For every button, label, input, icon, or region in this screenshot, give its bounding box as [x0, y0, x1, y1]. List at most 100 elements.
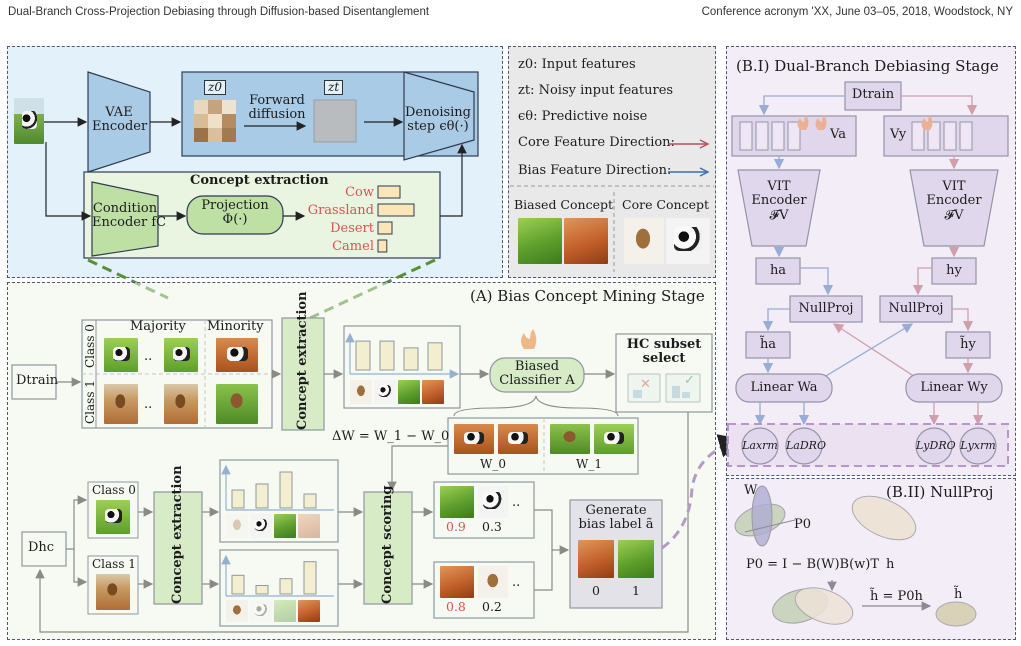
score-img-grass	[440, 486, 474, 518]
legend-z0: z0: Input features	[518, 57, 636, 72]
img-camel-desert-2	[164, 384, 198, 424]
bottom-img-cow	[250, 600, 272, 622]
camel-image	[624, 218, 664, 264]
label-value-1: 1	[632, 583, 640, 598]
loss-dro-a-label: 𝐿aDRO	[786, 439, 826, 452]
gen-img-grass	[618, 540, 654, 578]
running-title: Dual-Branch Cross-Projection Debiasing t…	[8, 6, 430, 18]
label-value-0: 0	[592, 583, 600, 598]
minority-label: Minority	[207, 319, 264, 334]
h-label: h	[886, 557, 895, 572]
top-img-cow	[250, 514, 272, 538]
stage-a-title: (A) Bias Concept Mining Stage	[470, 287, 705, 305]
w0-label: W_0	[480, 457, 506, 471]
bottom-img-grass	[274, 600, 296, 622]
loss-xrm-y-label: 𝐿yxrm	[960, 439, 996, 452]
concept-score-bar-2	[377, 221, 393, 235]
w-label: W	[744, 483, 758, 498]
hc-img-cow	[96, 500, 130, 534]
concept-score-bar-3	[377, 239, 388, 253]
nullproj-y-label: NullProj	[888, 301, 944, 316]
concept-score-bar-1	[377, 203, 415, 217]
stage-b1-panel	[726, 46, 1016, 476]
mid-img-grass	[398, 380, 420, 404]
img-cow-desert	[216, 338, 258, 372]
mid-img-camel	[350, 380, 372, 404]
w0-img-2	[498, 424, 538, 454]
ha-tilde-label: h̃a	[759, 337, 777, 352]
hy-tilde-label: h̃y	[960, 337, 976, 352]
input-image	[14, 98, 44, 144]
legend-bias-direction: Bias Feature Direction:	[518, 163, 672, 178]
zt-label: zt	[324, 80, 344, 96]
legend-eps: ϵθ: Predictive noise	[518, 109, 648, 124]
class0-label-hc: Class 0	[92, 483, 136, 497]
score-img-camel	[478, 566, 508, 598]
class1-label-hc: Class 1	[92, 557, 136, 571]
concept-extraction-b-label: Concept extraction	[170, 465, 185, 604]
score-dots-bottom: ..	[512, 575, 521, 590]
dots-1: ..	[144, 349, 153, 364]
formula-label: P0 = I − B(W)B(w)T	[746, 557, 880, 572]
projection-shape	[186, 195, 284, 235]
concept-cow: Cow	[345, 185, 374, 200]
dtrain-b-label: Dtrain	[851, 87, 895, 102]
h-tilde-label: h̃	[954, 587, 963, 602]
legend-zt: zt: Noisy input features	[518, 83, 674, 98]
concept-extraction-title: Concept extraction	[190, 173, 329, 188]
vy-label: Vy	[890, 127, 907, 142]
score-dots-top: ..	[512, 495, 521, 510]
score-top-1: 0.9	[446, 519, 466, 534]
score-img-desert	[440, 566, 474, 598]
class0-label-a: Class 0	[83, 324, 97, 368]
grass-image	[518, 218, 562, 264]
bottom-img-desert	[298, 600, 320, 622]
core-concept-label: Core Concept	[622, 197, 709, 212]
projection-formula: h̃ = P0h	[870, 589, 923, 604]
biased-concept-label: Biased Concept	[514, 197, 613, 212]
concept-scoring-label: Concept scoring	[380, 485, 395, 604]
class1-label-a: Class 1	[83, 380, 97, 424]
dots-2: ..	[144, 397, 153, 412]
delta-w-label: ΔW = W_1 − W_0	[332, 429, 450, 444]
score-bottom-1: 0.8	[446, 599, 466, 614]
denoising-shape	[403, 71, 475, 161]
cow-image	[666, 218, 710, 264]
concept-desert: Desert	[330, 221, 374, 236]
hy-label: hy	[946, 263, 962, 278]
nullproj-a-label: NullProj	[798, 301, 854, 316]
w0-img-1	[454, 424, 494, 454]
w1-img-2	[594, 424, 634, 454]
score-top-2: 0.3	[482, 519, 502, 534]
mid-img-cow	[374, 380, 396, 404]
p0-label: P0	[794, 517, 812, 532]
linear-wy-label: Linear Wy	[920, 380, 988, 395]
va-label: Va	[830, 127, 846, 142]
loss-dro-y-label: 𝐿yDRO	[916, 439, 956, 452]
vae-encoder-shape	[87, 71, 151, 173]
majority-label: Majority	[130, 319, 186, 334]
concept-score-bar-0	[377, 185, 401, 199]
score-bottom-2: 0.2	[482, 599, 502, 614]
mid-img-desert	[422, 380, 444, 404]
stage-b2-panel	[726, 478, 1016, 640]
img-cow-grass-2	[164, 338, 198, 372]
conference-line: Conference acronym 'XX, June 03–05, 2018…	[701, 6, 1013, 18]
dtrain-label: Dtrain	[16, 373, 59, 388]
w1-label: W_1	[576, 457, 602, 471]
top-img-grass	[274, 514, 296, 538]
legend-core-direction: Core Feature Direction:	[518, 135, 675, 150]
top-img-desert	[298, 514, 320, 538]
img-cow-grass-1	[104, 338, 138, 372]
ha-label: ha	[769, 263, 787, 278]
